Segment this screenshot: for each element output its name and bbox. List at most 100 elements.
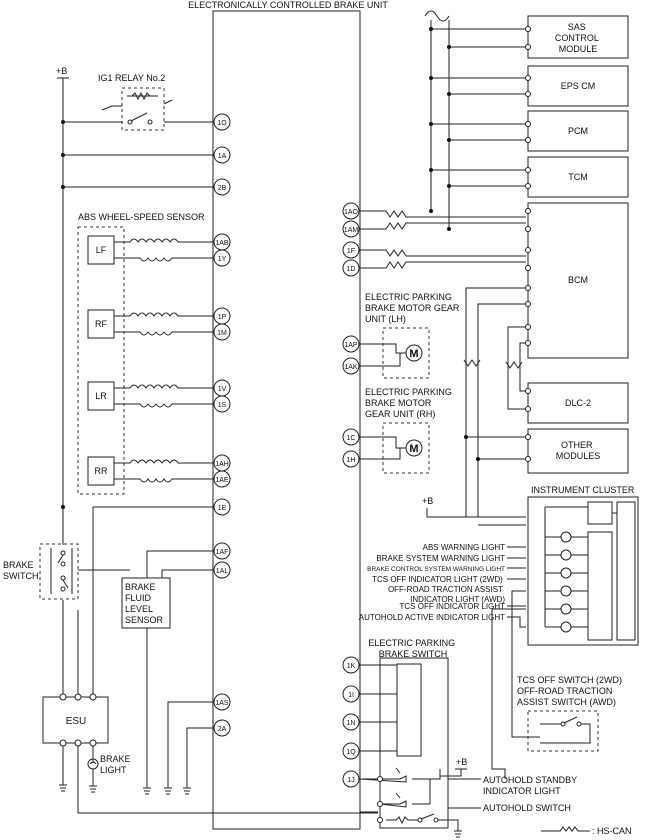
svg-text:1A: 1A	[218, 153, 227, 160]
svg-text:1P: 1P	[218, 314, 227, 321]
motor-symbol-lh: M	[409, 348, 418, 360]
ecbu-pin-1F: 1F	[342, 241, 360, 259]
legend-label: : HS-CAN	[592, 826, 632, 836]
brake-fluid-label: BRAKE FLUID LEVEL SENSOR	[125, 582, 164, 625]
ecbu-pin-2A: 2A	[213, 719, 231, 737]
svg-text:1AH: 1AH	[215, 461, 229, 468]
ecbu-pin-1Q: 1Q	[342, 742, 360, 760]
svg-text:1AO: 1AO	[344, 209, 359, 216]
ecbu-pin-1AB: 1AB	[213, 233, 231, 251]
svg-text:2B: 2B	[218, 185, 227, 192]
svg-text:1V: 1V	[218, 386, 227, 393]
ecbu-pin-1N: 1N	[342, 713, 360, 731]
svg-text:1K: 1K	[347, 663, 356, 670]
wheel-label-rf: RF	[95, 319, 107, 329]
svg-text:1J: 1J	[347, 777, 354, 784]
ecbu-pin-2B: 2B	[213, 178, 231, 196]
svg-text:1Y: 1Y	[218, 256, 227, 263]
svg-text:1N: 1N	[347, 720, 356, 727]
ecbu-pin-1M: 1M	[213, 323, 231, 341]
ecbu-pin-1AL: 1AL	[213, 561, 231, 579]
ecbu-pin-1S: 1S	[213, 395, 231, 413]
wheel-rf	[87, 309, 115, 339]
ecbu-pin-1AO: 1AO	[342, 202, 360, 220]
epb-motor-rh-label: ELECTRIC PARKING BRAKE MOTOR GEAR UNIT (…	[365, 387, 454, 419]
brake-light: BRAKE LIGHT	[87, 754, 133, 775]
ecbu-pin-1Y: 1Y	[213, 249, 231, 267]
svg-text:1AK: 1AK	[344, 364, 358, 371]
ecbu-pin-1D: 1D	[342, 259, 360, 277]
ecbu-pin-1AM: 1AM	[342, 220, 360, 238]
ecbu-pin-1AH: 1AH	[213, 454, 231, 472]
module-dlc2: DLC-2	[527, 382, 629, 424]
light-abs-warning: ABS WARNING LIGHT	[423, 543, 505, 552]
brake-switch-line2: SWITCH	[3, 571, 39, 581]
module-pins	[525, 26, 531, 462]
module-eps-label: EPS CM	[561, 81, 596, 91]
abs-sensor-label: ABS WHEEL-SPEED SENSOR	[78, 212, 205, 222]
ecbu-pin-1J: 1J	[342, 770, 360, 788]
brake-switch-label: BRAKE SWITCH	[3, 560, 39, 581]
esu-label: ESU	[66, 716, 87, 727]
ecbu-pin-1A: 1A	[213, 146, 231, 164]
wheel-label-lr: LR	[95, 391, 107, 401]
brake-switch: BRAKE SWITCH	[3, 543, 79, 600]
module-tcm-label: TCM	[568, 172, 588, 182]
ecbu-pin-1C: 1C	[342, 428, 360, 446]
autohold-switch-label: AUTOHOLD SWITCH	[483, 803, 571, 813]
module-pcm-label: PCM	[568, 126, 588, 136]
diagram-title: ELECTRONICALLY CONTROLLED BRAKE UNIT	[188, 0, 388, 10]
epb-switch-label: ELECTRIC PARKING BRAKE SWITCH	[368, 638, 457, 659]
brake-light-label: BRAKE LIGHT	[100, 754, 133, 775]
svg-text:1H: 1H	[347, 457, 356, 464]
tcs-switch	[527, 710, 599, 752]
brake-fluid-level-sensor: BRAKE FLUID LEVEL SENSOR	[121, 577, 171, 629]
wheel-rr	[87, 456, 115, 486]
svg-text:1C: 1C	[347, 435, 356, 442]
ecbu-pin-1V: 1V	[213, 379, 231, 397]
svg-text:1AB: 1AB	[215, 240, 229, 247]
module-sas: SAS CONTROL MODULE	[527, 15, 629, 59]
instrument-cluster	[527, 496, 639, 646]
module-eps-cm: EPS CM	[527, 65, 629, 107]
power-left-label: +B	[56, 66, 67, 76]
module-other-label: OTHER MODULES	[556, 440, 601, 461]
hs-can-legend: : HS-CAN	[541, 826, 632, 836]
ecbu-pin-1H: 1H	[342, 450, 360, 468]
ecbu-pin-1AP: 1AP	[342, 335, 360, 353]
ecbu-pin-1E: 1E	[213, 498, 231, 516]
module-other: OTHER MODULES	[527, 428, 629, 474]
motor-symbol-rh: M	[409, 443, 418, 455]
module-pcm: PCM	[527, 110, 629, 152]
module-dlc2-label: DLC-2	[565, 398, 591, 408]
wheel-label-rr: RR	[95, 466, 108, 476]
epb-motor-rh: M	[372, 422, 430, 474]
svg-text:1E: 1E	[218, 505, 227, 512]
svg-text:1AE: 1AE	[215, 477, 229, 484]
autohold-power-label: +B	[456, 757, 467, 767]
brake-switch-line1: BRAKE	[3, 560, 34, 570]
can-noise-symbol	[424, 10, 450, 22]
module-tcm: TCM	[527, 156, 629, 198]
ecbu-pin-1AS: 1AS	[213, 693, 231, 711]
svg-text:1AF: 1AF	[216, 549, 229, 556]
svg-text:1AP: 1AP	[344, 342, 358, 349]
svg-text:1F: 1F	[347, 248, 355, 255]
ecbu-pin-1O: 1O	[213, 113, 231, 131]
light-tcs-off-offroad: TCS OFF INDICATOR LIGHT (2WD) OFF-ROAD T…	[372, 575, 505, 604]
ig1-relay: IG1 RELAY No.2	[98, 73, 213, 131]
abs-wheel-speed-sensor: ABS WHEEL-SPEED SENSOR LF RF LR RR	[77, 212, 205, 495]
wheel-lr	[87, 381, 115, 411]
svg-text:2A: 2A	[218, 726, 227, 733]
svg-text:1M: 1M	[217, 330, 227, 337]
tcs-switch-label: TCS OFF SWITCH (2WD) OFF-ROAD TRACTION A…	[517, 675, 625, 707]
svg-text:1AM: 1AM	[344, 227, 359, 234]
svg-text:1I: 1I	[348, 692, 354, 699]
ecbu-pin-1AE: 1AE	[213, 470, 231, 488]
svg-text:1O: 1O	[217, 120, 227, 127]
ecbu-pin-1K: 1K	[342, 656, 360, 674]
ecbu-pin-1AF: 1AF	[213, 542, 231, 560]
epb-motor-lh: M	[372, 327, 430, 379]
module-sas-label: SAS CONTROL MODULE	[555, 22, 601, 54]
